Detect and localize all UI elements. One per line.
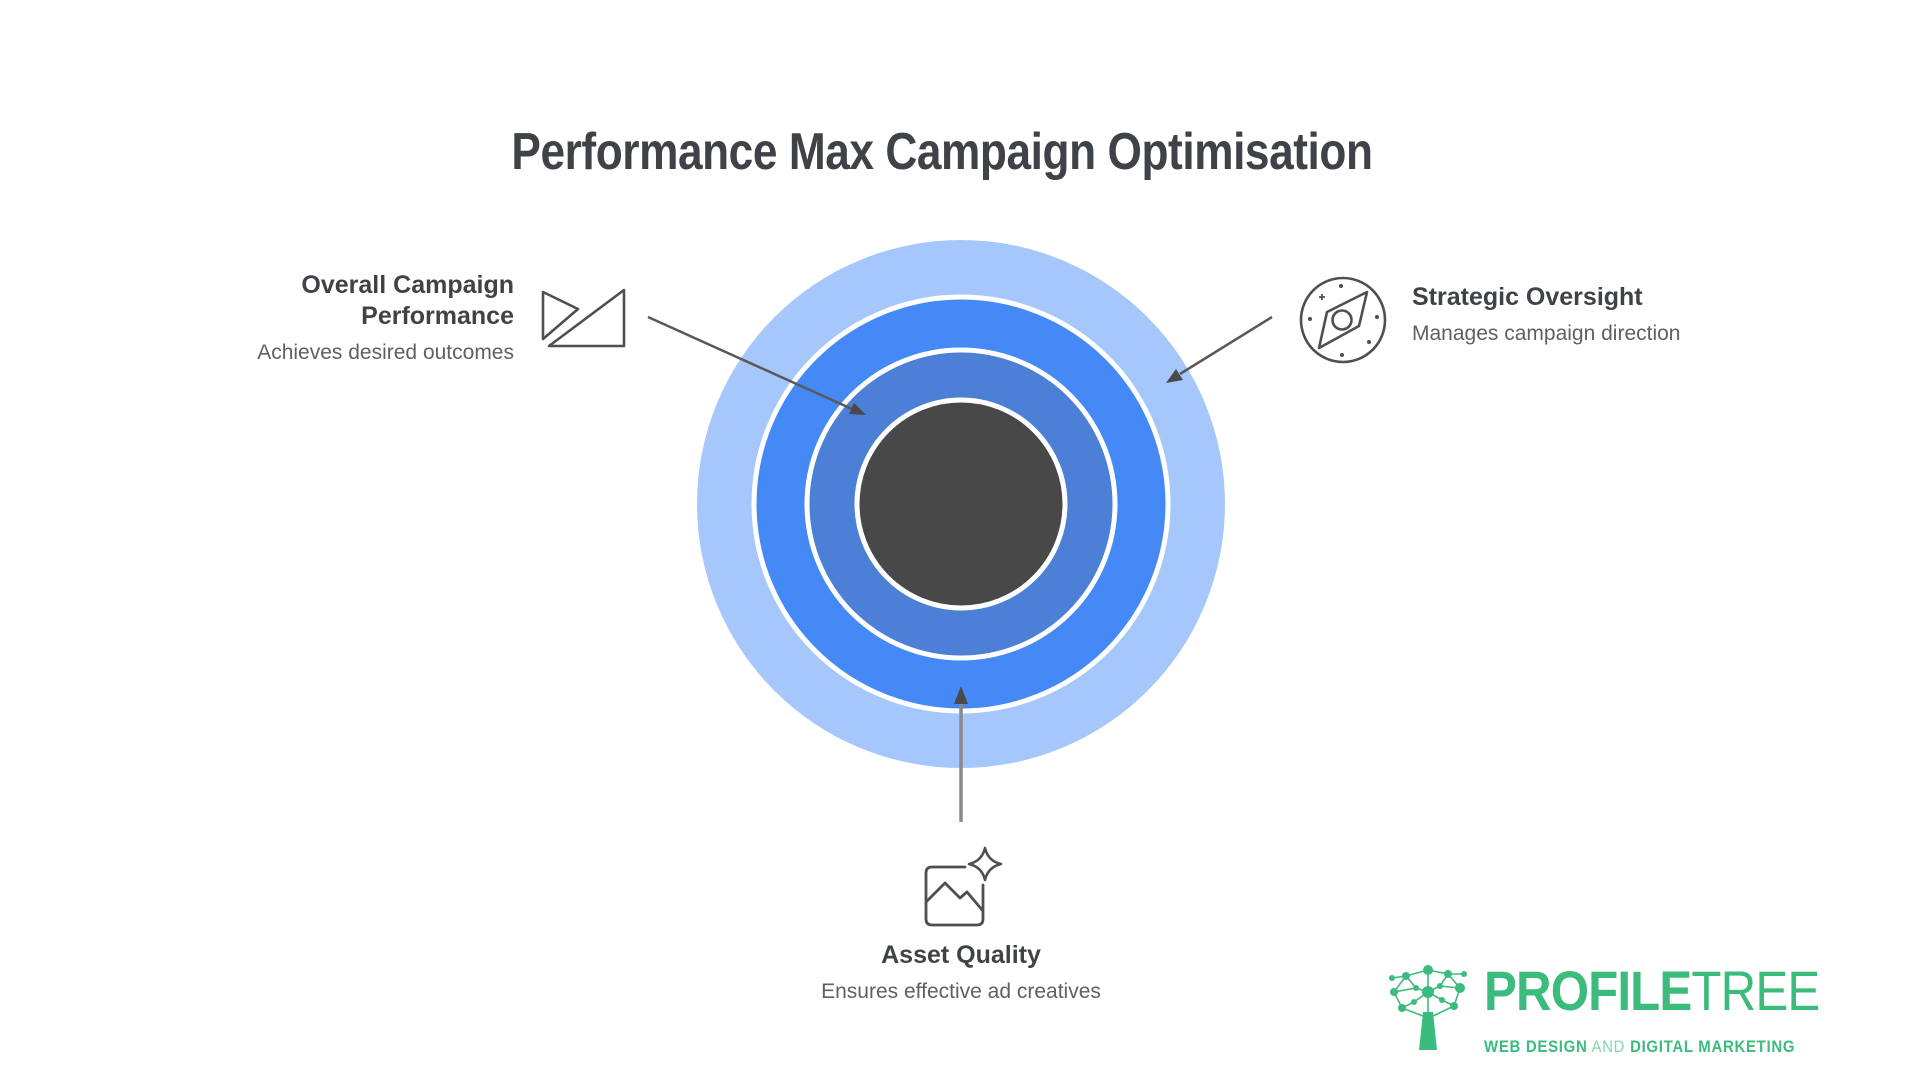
tagline-and: AND xyxy=(1591,1037,1626,1056)
callout-title-line2: Performance xyxy=(361,302,514,330)
callout-subtitle: Achieves desired outcomes xyxy=(257,341,514,364)
compass-icon xyxy=(1299,276,1387,364)
image-sparkle-icon xyxy=(924,846,1003,927)
brand-wordmark: PROFILETREE xyxy=(1484,959,1820,1035)
core-circle xyxy=(854,397,1068,611)
page-title: Performance Max Campaign Optimisation xyxy=(511,123,1373,181)
profiletree-logo: PROFILETREE WEB DESIGN AND DIGITAL MARKE… xyxy=(1386,962,1865,1057)
callout-subtitle: Manages campaign direction xyxy=(1412,322,1681,345)
callout-title: Asset Quality xyxy=(881,941,1041,969)
tree-network-icon xyxy=(1389,965,1467,1050)
callout-title-line1: Overall Campaign xyxy=(301,271,514,299)
callout-title: Strategic Oversight xyxy=(1412,283,1643,311)
brand-tree: TREE xyxy=(1691,959,1820,1022)
performance-trend-icon xyxy=(541,288,626,348)
callout-subtitle: Ensures effective ad creatives xyxy=(821,980,1101,1003)
callout-title: Overall Campaign Performance xyxy=(184,270,514,332)
brand-profile: PROFILE xyxy=(1484,959,1692,1022)
callout-strategic-oversight: Strategic Oversight Manages campaign dir… xyxy=(1412,282,1772,347)
concentric-rings-diagram xyxy=(697,240,1225,768)
logo-text: PROFILETREE WEB DESIGN AND DIGITAL MARKE… xyxy=(1484,959,1820,1057)
tagline-web-design: WEB DESIGN xyxy=(1484,1037,1588,1056)
callout-overall-campaign-performance: Overall Campaign Performance Achieves de… xyxy=(184,270,514,366)
callout-asset-quality: Asset Quality Ensures effective ad creat… xyxy=(791,940,1131,1005)
tagline-digital-marketing: DIGITAL MARKETING xyxy=(1630,1037,1796,1056)
brand-tagline: WEB DESIGN AND DIGITAL MARKETING xyxy=(1484,1037,1819,1057)
